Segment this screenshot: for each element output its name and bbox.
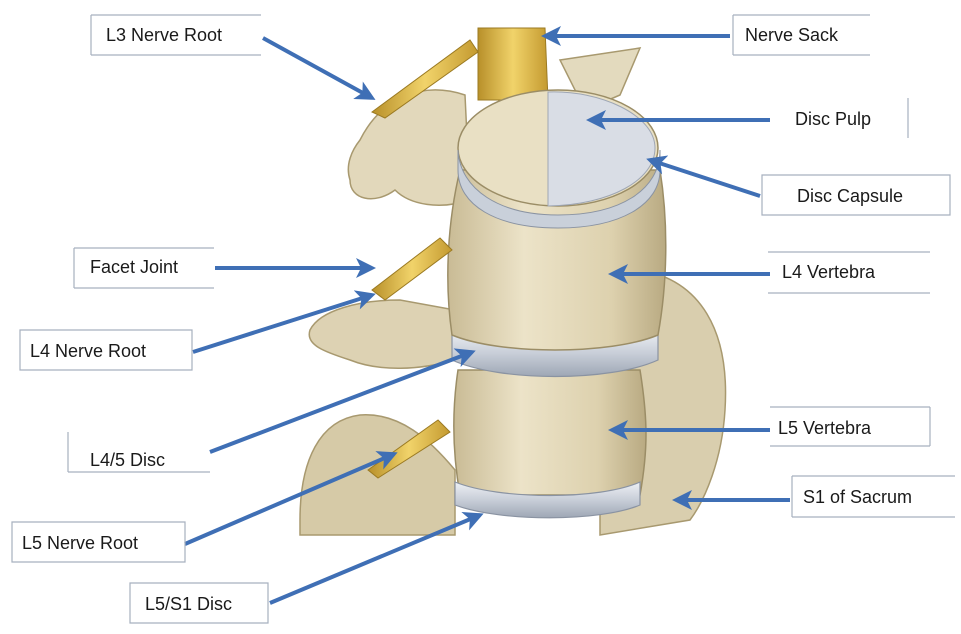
nerve-sack-shape [478, 28, 548, 100]
label-disc-pulp: Disc Pulp [795, 109, 871, 129]
label-l5s1-disc: L5/S1 Disc [145, 594, 232, 614]
label-l4-vertebra: L4 Vertebra [782, 262, 875, 282]
transverse-process-l4 [309, 300, 455, 368]
label-s1-of-sacrum: S1 of Sacrum [803, 487, 912, 507]
label-l45-disc: L4/5 Disc [90, 450, 165, 470]
l4-nerve-root-shape [372, 238, 452, 300]
label-l5-vertebra: L5 Vertebra [778, 418, 871, 438]
label-facet-joint: Facet Joint [90, 257, 178, 277]
l5-vertebra-body [454, 370, 646, 495]
label-l3-nerve-root: L3 Nerve Root [106, 25, 222, 45]
label-l4-nerve-root: L4 Nerve Root [30, 341, 146, 361]
arrow-disc-capsule [650, 160, 760, 196]
label-l5-nerve-root: L5 Nerve Root [22, 533, 138, 553]
label-nerve-sack: Nerve Sack [745, 25, 838, 45]
arrow-l3-nerve-root [263, 38, 372, 98]
label-disc-capsule: Disc Capsule [797, 186, 903, 206]
posterior-elements [348, 90, 470, 205]
